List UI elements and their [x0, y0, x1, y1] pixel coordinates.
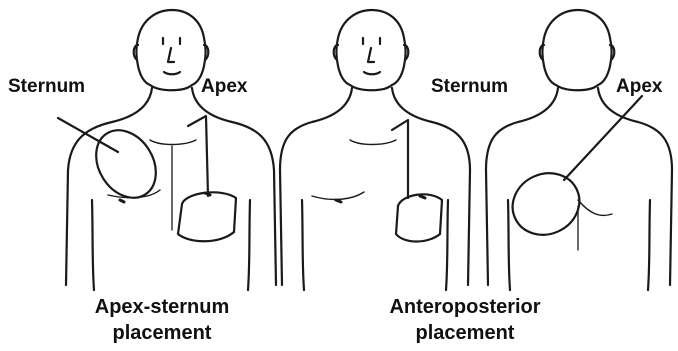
caption-anteroposterior-placement: Anteroposterior placement [360, 294, 570, 346]
label-apex-right: Apex [616, 76, 662, 98]
caption-anteroposterior-line2: placement [360, 320, 570, 346]
label-apex-left: Apex [201, 76, 247, 98]
label-sternum-right: Sternum [431, 76, 508, 98]
label-sternum-left: Sternum [8, 76, 85, 98]
caption-anteroposterior-line1: Anteroposterior [360, 294, 570, 320]
torso-figure-anterior [280, 10, 470, 290]
caption-apex-sternum-line2: placement [62, 320, 262, 346]
caption-apex-sternum-line1: Apex-sternum [62, 294, 262, 320]
caption-apex-sternum-placement: Apex-sternum placement [62, 294, 262, 346]
pad-apex-fig1 [178, 116, 236, 241]
torso-figure-posterior [486, 10, 672, 290]
pad-anterior-fig2 [392, 120, 442, 242]
pad-posterior-fig3 [503, 96, 642, 246]
